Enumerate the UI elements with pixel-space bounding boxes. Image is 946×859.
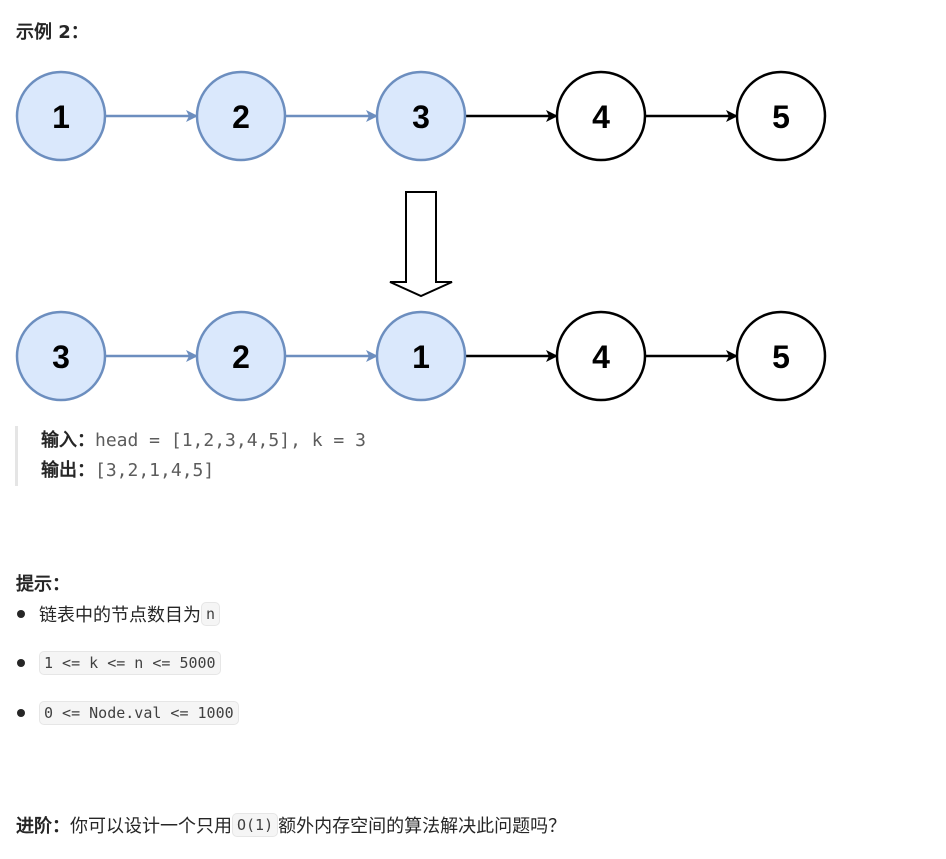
bullet-icon — [17, 659, 25, 667]
after-node-circle — [195, 310, 287, 402]
after-list-row: 3 2 1 4 5 — [15, 310, 827, 402]
before-node-circle — [555, 70, 647, 162]
before-node-circle — [735, 70, 827, 162]
linked-list-diagram: 1 2 3 4 5 3 2 1 4 5 — [15, 70, 827, 402]
output-label: 输出： — [41, 460, 95, 481]
down-arrow-icon — [389, 191, 453, 298]
input-value: head = [1,2,3,4,5], k = 3 — [95, 430, 366, 451]
after-node-circle — [735, 310, 827, 402]
followup-label: 进阶： — [16, 816, 70, 837]
after-node-circle — [15, 310, 107, 402]
input-line: 输入：head = [1,2,3,4,5], k = 3 — [41, 426, 366, 456]
hints-title: 提示： — [16, 574, 70, 595]
before-node-circle — [15, 70, 107, 162]
before-node-label: 1 — [52, 99, 70, 135]
after-node-label: 4 — [592, 339, 610, 375]
hint-text: 链表中的节点数目为 — [39, 605, 201, 626]
after-node-label: 1 — [412, 339, 430, 375]
followup-text-before: 你可以设计一个只用 — [70, 816, 232, 837]
hint-item-val-range: 0 <= Node.val <= 1000 — [16, 698, 239, 728]
inline-code: 1 <= k <= n <= 5000 — [39, 651, 221, 675]
input-label: 输入： — [41, 430, 95, 451]
hint-item-k-range: 1 <= k <= n <= 5000 — [16, 648, 221, 678]
example-title: 示例 2： — [16, 22, 89, 43]
hint-item-node-count: 链表中的节点数目为 n — [16, 599, 221, 629]
before-node-label: 4 — [592, 99, 610, 135]
inline-code: 0 <= Node.val <= 1000 — [39, 701, 239, 725]
before-list-row: 1 2 3 4 5 — [15, 70, 827, 162]
after-node-label: 5 — [772, 339, 790, 375]
example-io-block: 输入：head = [1,2,3,4,5], k = 3 输出：[3,2,1,4… — [15, 426, 366, 486]
before-node-circle — [375, 70, 467, 162]
before-node-label: 2 — [232, 99, 250, 135]
inline-code: n — [201, 602, 221, 626]
before-node-label: 5 — [772, 99, 790, 135]
after-node-circle — [375, 310, 467, 402]
bullet-icon — [17, 610, 25, 618]
followup-text-after: 额外内存空间的算法解决此问题吗？ — [278, 816, 567, 837]
after-node-label: 2 — [232, 339, 250, 375]
bullet-icon — [17, 709, 25, 717]
inline-code: O(1) — [232, 813, 279, 837]
before-node-circle — [195, 70, 287, 162]
output-value: [3,2,1,4,5] — [95, 460, 215, 481]
before-node-label: 3 — [412, 99, 430, 135]
output-line: 输出：[3,2,1,4,5] — [41, 456, 366, 486]
followup-line: 进阶： 你可以设计一个只用 O(1) 额外内存空间的算法解决此问题吗？ — [16, 810, 566, 840]
after-node-circle — [555, 310, 647, 402]
after-node-label: 3 — [52, 339, 70, 375]
